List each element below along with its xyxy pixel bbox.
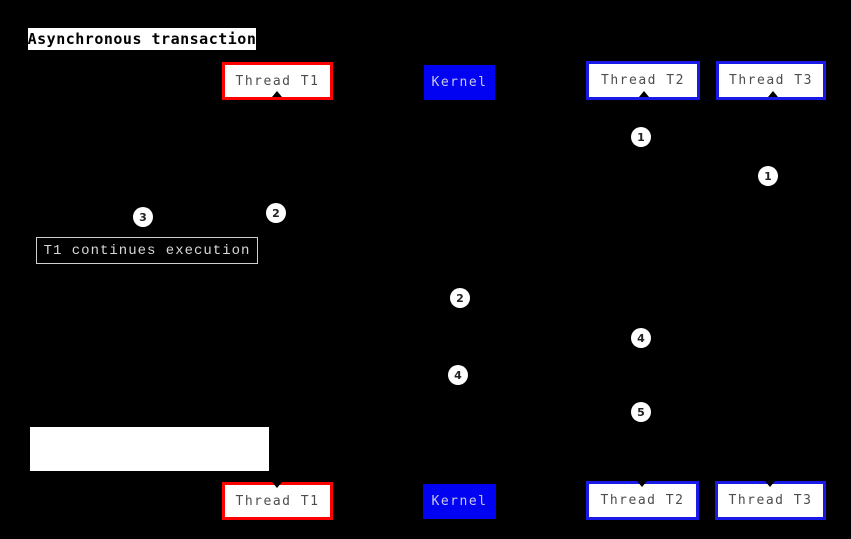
arrowhead-notch xyxy=(272,482,282,488)
note-t1-continues: T1 continues execution xyxy=(36,237,258,264)
entity-kernel-top: Kernel xyxy=(424,65,495,100)
arrowhead-notch xyxy=(272,91,282,97)
diagram-title: Asynchronous transaction xyxy=(27,28,257,50)
step-marker-1: 1 xyxy=(631,127,651,147)
arrowhead-notch xyxy=(765,481,775,487)
entity-kernel-bottom: Kernel xyxy=(423,484,496,519)
step-marker-4: 4 xyxy=(631,328,651,348)
entity-thread-t3-bottom: Thread T3 xyxy=(715,481,826,520)
step-marker-1: 1 xyxy=(758,166,778,186)
arrowhead-notch xyxy=(639,91,649,97)
entity-thread-t2-bottom: Thread T2 xyxy=(586,481,699,520)
step-marker-3: 3 xyxy=(133,207,153,227)
arrowhead-notch xyxy=(637,481,647,487)
note-blank-box xyxy=(30,427,269,471)
step-marker-2: 2 xyxy=(450,288,470,308)
arrowhead-notch xyxy=(768,91,778,97)
step-marker-5: 5 xyxy=(631,402,651,422)
step-marker-4: 4 xyxy=(448,365,468,385)
step-marker-2: 2 xyxy=(266,203,286,223)
